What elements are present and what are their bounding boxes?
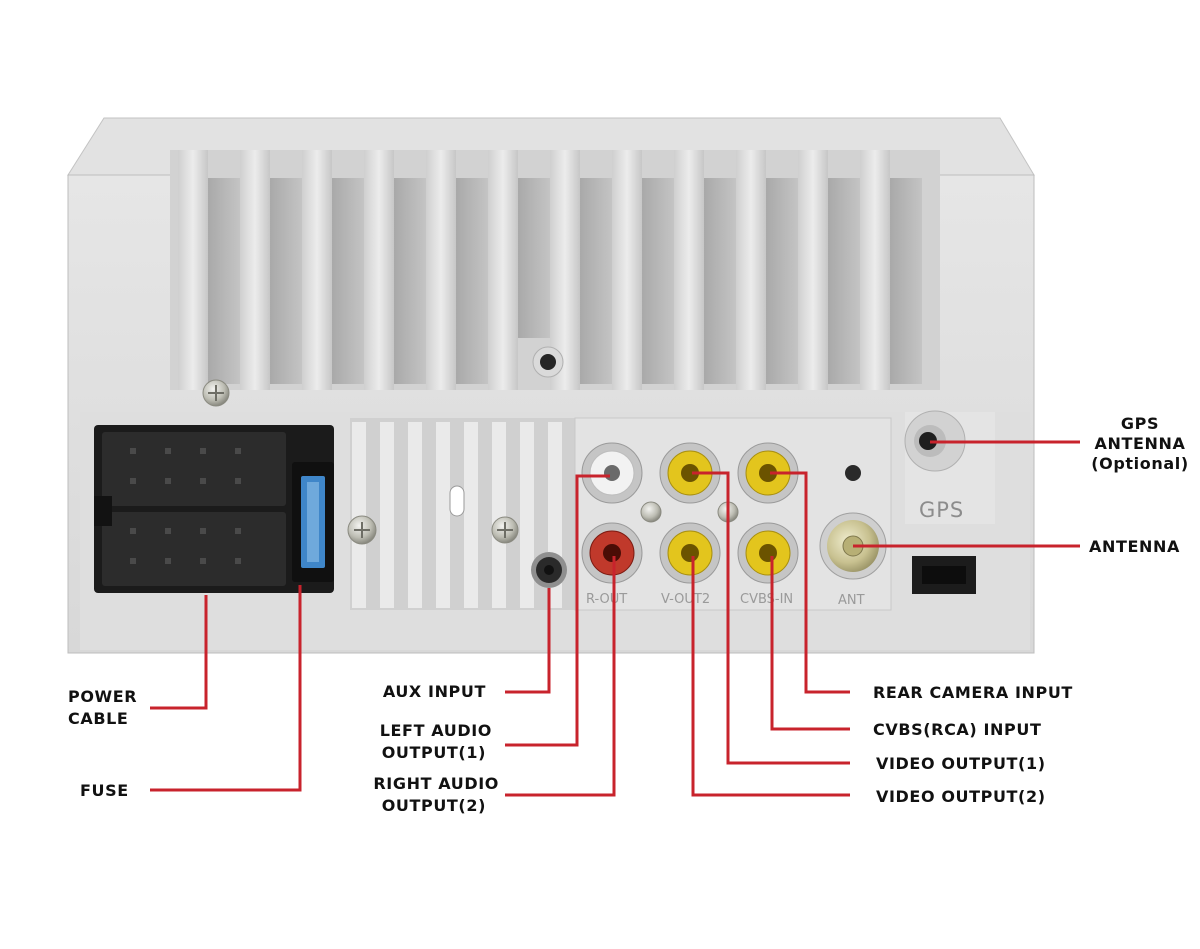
- label-rear-camera-input: REAR CAMERA INPUT: [873, 683, 1073, 702]
- rca-video-out-2-yellow: [660, 523, 720, 583]
- label-left-audio-line1: LEFT AUDIO: [380, 721, 492, 740]
- label-power-cable-line2: CABLE: [68, 709, 128, 728]
- label-gps-antenna-line1: GPS: [1121, 414, 1159, 433]
- label-video-output-1: VIDEO OUTPUT(1): [876, 754, 1046, 773]
- screw-icon: [203, 380, 229, 406]
- screw-icon: [348, 516, 376, 544]
- label-cvbs-input: CVBS(RCA) INPUT: [873, 720, 1041, 739]
- silk-r-out: R-OUT: [586, 592, 627, 607]
- aux-jack-icon: [531, 552, 567, 588]
- label-gps-antenna-line2: ANTENNA: [1095, 434, 1186, 453]
- silk-v-out2: V-OUT2: [661, 592, 710, 607]
- label-power-cable-line1: POWER: [68, 687, 137, 706]
- label-right-audio-line2: OUTPUT(2): [382, 796, 486, 815]
- silk-ant: ANT: [838, 593, 865, 608]
- screw-icon: [492, 517, 518, 543]
- label-gps-antenna-line3: (Optional): [1091, 454, 1188, 473]
- label-left-audio-line2: OUTPUT(1): [382, 743, 486, 762]
- fuse-icon: [292, 462, 334, 582]
- label-right-audio-line1: RIGHT AUDIO: [373, 774, 499, 793]
- label-aux-input: AUX INPUT: [383, 682, 486, 701]
- label-antenna: ANTENNA: [1089, 537, 1180, 556]
- rca-cvbs-in-yellow: [738, 523, 798, 583]
- label-fuse: FUSE: [80, 781, 129, 800]
- label-video-output-2: VIDEO OUTPUT(2): [876, 787, 1046, 806]
- rca-right-audio-out-red: [582, 523, 642, 583]
- silk-cvbs-in: CVBS-IN: [740, 592, 793, 607]
- rca-left-audio-out-white: [582, 443, 642, 503]
- silk-gps: GPS: [919, 498, 964, 522]
